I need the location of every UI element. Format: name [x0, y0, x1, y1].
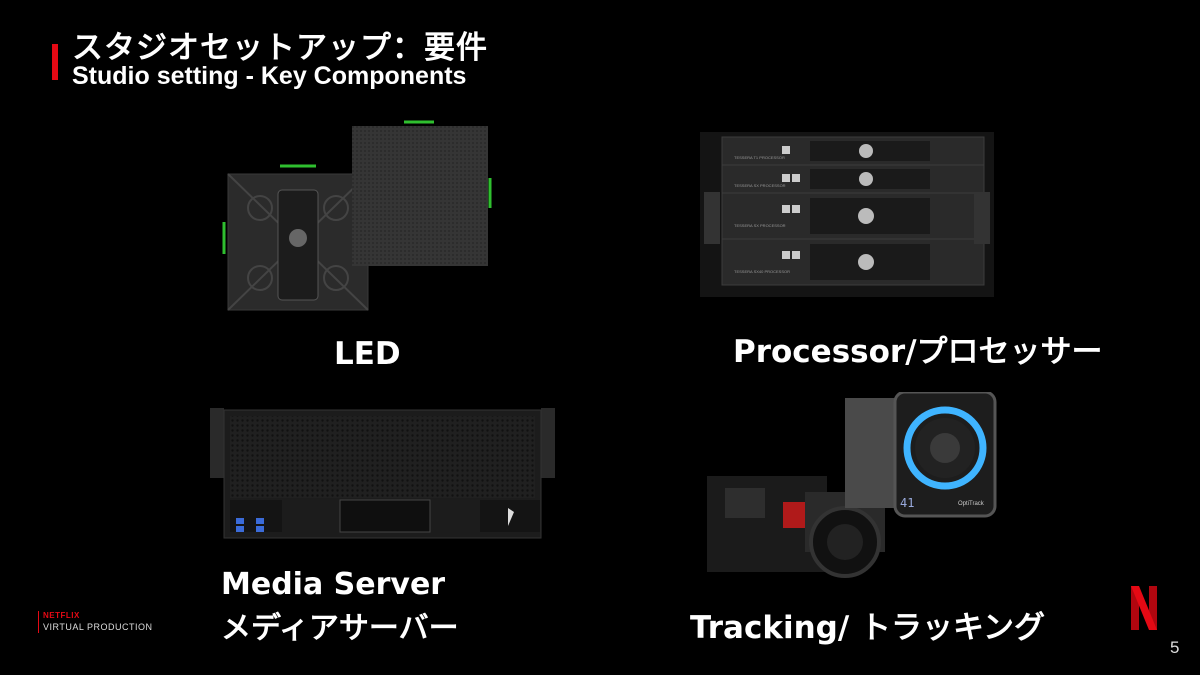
processor-unit-labels: TESSERA T1 PROCESSOR TESSERA SX PROCESSO…	[734, 144, 794, 286]
brand-vp-text: VIRTUAL PRODUCTION	[43, 622, 153, 632]
tracking-camera-image	[707, 392, 997, 578]
media-server-caption-en: Media Server	[221, 567, 446, 602]
media-server-caption: Media Server メディアサーバー	[221, 563, 459, 651]
processor-caption: Processor/プロセッサー	[733, 334, 1103, 370]
media-server-caption-jp: メディアサーバー	[221, 611, 459, 646]
processor-unit-label: TESSERA SX40 PROCESSOR	[734, 269, 791, 274]
title-accent-bar	[52, 44, 58, 80]
brand-netflix-text: NETFLIX	[43, 611, 80, 620]
slide-title-english: Studio setting - Key Components	[72, 62, 467, 90]
led-caption: LED	[334, 336, 401, 372]
slide-title-japanese: スタジオセットアップ：要件	[72, 30, 488, 66]
processor-unit-label: TESSERA T1 PROCESSOR	[734, 155, 785, 160]
processor-unit-label: TESSERA SX PROCESSOR	[734, 183, 786, 188]
processor-unit-label: TESSERA SX PROCESSOR	[734, 223, 786, 228]
netflix-n-logo-icon	[1131, 586, 1157, 630]
media-server-image	[210, 408, 555, 539]
page-number: 5	[1170, 638, 1180, 657]
tracking-device-display: 41	[900, 496, 915, 510]
netflix-vp-branding: NETFLIX VIRTUAL PRODUCTION	[38, 611, 153, 633]
processor-rack-image	[700, 132, 994, 297]
tracking-caption: Tracking/ トラッキング	[690, 610, 1046, 646]
led-panel-image	[222, 120, 492, 311]
tracking-device-brand: OptiTrack	[958, 501, 984, 507]
